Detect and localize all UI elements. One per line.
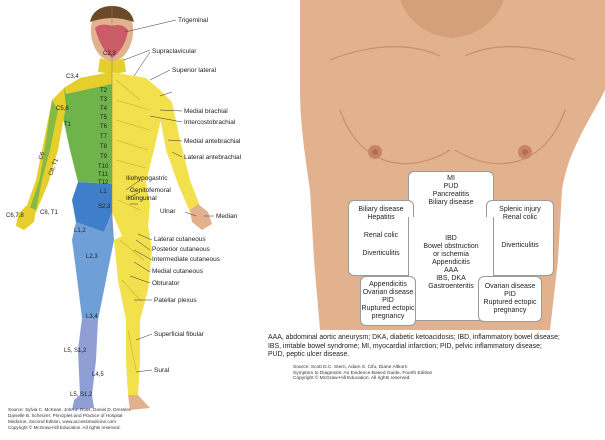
nerve-label: Superior lateral (172, 67, 217, 74)
nerve-label: Medial antebrachial (184, 138, 241, 145)
nerve-label: Obturator (152, 280, 180, 287)
dermatome-label: C6,7,8 (6, 213, 24, 219)
diagnosis: PID (361, 297, 415, 305)
thigh-right (114, 226, 152, 320)
region-left-lower-quadrant: Ovarian disease PID Ruptured ectopic pre… (478, 276, 542, 322)
diagnosis: Ovarian disease (361, 289, 415, 297)
nerve-label: Medial brachial (184, 108, 228, 115)
dermatome-label: L3,4 (86, 314, 98, 320)
diagnosis: PUD (409, 183, 493, 191)
nerve-label: Lateral antebrachial (184, 154, 242, 161)
nerve-label: Ulnar (160, 208, 176, 215)
diagnosis: pregnancy (361, 313, 415, 321)
left-source: Source: Sylvia C. McKean, John J. Ross, … (8, 407, 131, 430)
right-source: Source: Scott D.C. Stern, Adam S. Cifu, … (293, 365, 593, 382)
diagnosis: Splenic injury (487, 206, 553, 214)
nerve-label: Sural (154, 367, 170, 374)
nerve-label: Posterior cutaneous (152, 246, 211, 253)
source-line: Copyright © McGraw-Hill Education. All r… (293, 376, 593, 382)
dermatome-label: L5, S1,2 (64, 348, 87, 354)
dermatome-label: T4 (100, 106, 108, 112)
trunk-right (112, 72, 164, 184)
dermatome-label: T10 (98, 164, 109, 170)
diagnosis: Hepatitis (349, 214, 413, 222)
diagnosis: pregnancy (479, 307, 541, 315)
diagnosis: or ischemia (409, 251, 493, 259)
diagnosis: IBD (409, 235, 493, 243)
dermatome-label: L1 (100, 189, 107, 195)
dermatome-label: C8, T1 (40, 210, 59, 216)
region-epigastric: MI PUD Pancreatitis Biliary disease (408, 171, 494, 217)
dermatome-label: T9 (100, 154, 108, 160)
dermatome-label: T6 (100, 124, 108, 130)
diagnosis: Renal colic (349, 232, 413, 240)
dermatome-label: T2 (100, 88, 108, 94)
diagnosis: Appendicitis (409, 259, 493, 267)
region-right-lower-quadrant: Appendicitis Ovarian disease PID Rupture… (360, 276, 416, 326)
dermatome-label: T5 (100, 115, 108, 121)
leg-l34 (78, 318, 98, 395)
diagnosis: Pancreatitis (409, 191, 493, 199)
diagnosis: Ovarian disease (479, 283, 541, 291)
nerve-label: Lateral cutaneous (154, 236, 206, 243)
diagnosis: Renal colic (487, 214, 553, 222)
dermatome-label: T8 (100, 144, 108, 150)
legend-line: IBS, irritable bowel syndrome; MI, myoca… (268, 343, 605, 352)
dermatome-label: T7 (100, 134, 108, 140)
source-line: Source: Sylvia C. McKean, John J. Ross, … (8, 407, 131, 412)
diagnosis: Ruptured ectopic (361, 305, 415, 313)
dermatome-label: T1 (64, 122, 72, 128)
nerve-label: Trigeminal (178, 17, 209, 24)
nerve-label: Medial cutaneous (152, 268, 204, 275)
legend-line: AAA, abdominal aortic aneurysm; DKA, dia… (268, 334, 605, 343)
source-line: Copyright © McGraw-Hill Education. All r… (8, 424, 121, 430)
dermatome-label: L5, S1,2 (70, 392, 93, 398)
dermatome-label: T3 (100, 97, 108, 103)
dermatome-figure: Trigeminal Supraclavicular Superior late… (0, 0, 300, 435)
dermatome-label: S2,3 (98, 204, 111, 210)
dermatome-label: L1,2 (74, 228, 86, 234)
dermatome-figure-panel: Trigeminal Supraclavicular Superior late… (0, 0, 300, 435)
nerve-label: Superficial fibular (154, 331, 205, 338)
nerve-label: Intermediate cutaneous (152, 256, 221, 263)
region-right-upper-quadrant: Biliary disease Hepatitis Renal colic Di… (348, 200, 414, 276)
diagnosis: MI (409, 175, 493, 183)
diagnosis: Ruptured ectopic (479, 299, 541, 307)
dermatome-label: L2,3 (86, 254, 98, 260)
nerve-label: Ilioinguinal (126, 195, 157, 202)
nerve-label: Supraclavicular (152, 48, 197, 55)
diagnosis: PID (479, 291, 541, 299)
dermatome-label: C5,6 (56, 106, 69, 112)
dermatome-label: C3,4 (66, 74, 79, 80)
diagnosis: Bowel obstruction (409, 243, 493, 251)
diagnosis: Biliary disease (349, 206, 413, 214)
hand-right (190, 204, 212, 230)
legend-line: PUD, peptic ulcer disease. (268, 351, 605, 360)
nerve-label: Intercostobrachial (184, 119, 236, 126)
diagnosis: Appendicitis (361, 281, 415, 289)
source-line: Danielle B. Scheurer: Principles and Pra… (8, 413, 122, 418)
nerve-label: Patellar plexus (154, 297, 197, 304)
diagnosis: Diverticulitis (487, 242, 553, 250)
nerve-label: Median (216, 213, 238, 220)
diagnosis: Diverticulitis (349, 250, 413, 258)
dermatome-label: T11 (98, 172, 109, 178)
nerve-label: Genitofemoral (130, 187, 171, 194)
nerve-label: Iliohypogastric (126, 175, 168, 182)
source-line: Medicine, Second Edition, www.accessmedi… (8, 419, 116, 424)
dermatome-label: C2,3 (103, 51, 116, 57)
dermatome-label: L4,5 (92, 372, 104, 378)
abbreviation-legend: AAA, abdominal aortic aneurysm; DKA, dia… (268, 334, 605, 360)
dermatome-label: T12 (98, 180, 109, 186)
diagnosis: Biliary disease (409, 199, 493, 207)
diagnosis: AAA (409, 267, 493, 275)
region-left-upper-quadrant: Splenic injury Renal colic Diverticuliti… (486, 200, 554, 276)
